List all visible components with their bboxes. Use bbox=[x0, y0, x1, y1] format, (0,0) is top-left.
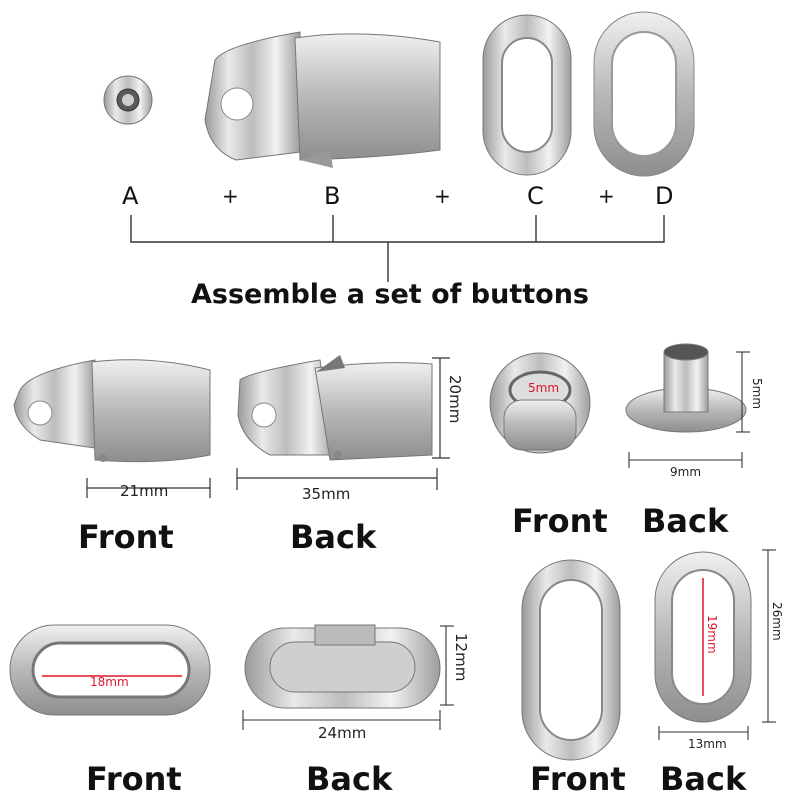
clip-front-image bbox=[13, 359, 211, 463]
large-oval-dimension-lines bbox=[658, 549, 776, 740]
letter-b: B bbox=[324, 182, 341, 210]
clip-back-height: 20mm bbox=[446, 375, 464, 424]
letter-a: A bbox=[122, 182, 139, 210]
large-oval-front-image bbox=[521, 559, 621, 761]
eyelet-front-image bbox=[489, 352, 591, 454]
large-oval-inner-length: 19mm bbox=[705, 615, 719, 654]
eyelet-inner-diameter: 5mm bbox=[528, 381, 560, 395]
small-oval-width: 24mm bbox=[318, 724, 367, 742]
assembly-title: Assemble a set of buttons bbox=[191, 279, 589, 310]
eyelet-back-image bbox=[625, 343, 747, 433]
eyelet-height: 5mm bbox=[750, 378, 764, 410]
clip-back-width: 35mm bbox=[302, 485, 351, 503]
clip-front-label: Front bbox=[78, 518, 174, 556]
large-oval-back-label: Back bbox=[660, 760, 747, 798]
assembly-bracket bbox=[130, 215, 665, 282]
part-d-washer bbox=[593, 11, 695, 177]
small-oval-back-image bbox=[244, 624, 441, 709]
letter-d: D bbox=[655, 182, 674, 210]
eyelet-back-label: Back bbox=[642, 502, 729, 540]
plus-sign-3: + bbox=[598, 184, 615, 208]
clip-back-image bbox=[237, 355, 433, 461]
large-oval-back-image bbox=[654, 551, 752, 723]
large-oval-front-label: Front bbox=[530, 760, 626, 798]
small-oval-dimension-lines bbox=[242, 625, 454, 730]
plus-sign-1: + bbox=[222, 184, 239, 208]
plus-sign-2: + bbox=[434, 184, 451, 208]
eyelet-width: 9mm bbox=[670, 465, 702, 479]
eyelet-front-label: Front bbox=[512, 502, 608, 540]
letter-c: C bbox=[527, 182, 544, 210]
clip-back-label: Back bbox=[290, 518, 377, 556]
small-oval-front-image bbox=[9, 624, 211, 716]
small-oval-front-label: Front bbox=[86, 760, 182, 798]
clip-front-width: 21mm bbox=[120, 482, 169, 500]
eyelet-dimension-lines bbox=[628, 351, 750, 468]
part-b-clip bbox=[204, 31, 441, 168]
part-c-oval bbox=[482, 14, 572, 176]
large-oval-width: 13mm bbox=[688, 737, 727, 751]
small-oval-back-label: Back bbox=[306, 760, 393, 798]
small-oval-inner-length: 18mm bbox=[90, 675, 129, 689]
large-oval-height: 26mm bbox=[770, 602, 784, 641]
small-oval-height: 12mm bbox=[452, 633, 470, 682]
clip-dimension-lines bbox=[86, 357, 450, 498]
part-a-eyelet bbox=[103, 75, 153, 125]
